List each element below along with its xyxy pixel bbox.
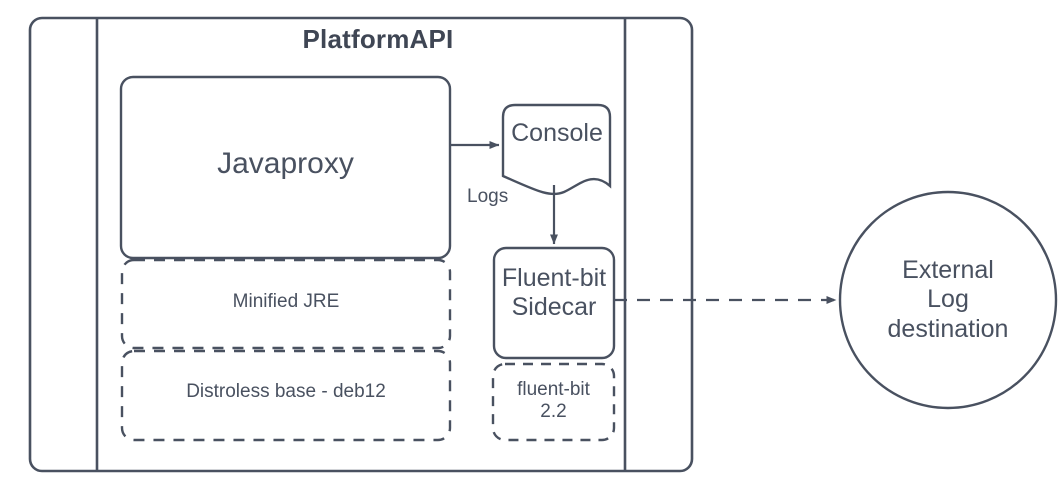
distroless-base-label: Distroless base - deb12 xyxy=(186,380,386,402)
edge-label-logs: Logs xyxy=(467,185,509,207)
minified-jre-label: Minified JRE xyxy=(232,290,340,312)
fluent-bit-version-label: fluent-bit 2.2 xyxy=(517,378,590,422)
external-log-destination-label: External Log destination xyxy=(887,255,1009,343)
fluent-bit-version-shape[interactable] xyxy=(491,362,616,442)
page-title: PlatformAPI xyxy=(302,23,454,54)
distroless-base-shape[interactable] xyxy=(120,349,452,442)
console-shape[interactable] xyxy=(501,103,612,196)
javaproxy-label: Javaproxy xyxy=(217,147,354,181)
external-log-destination-shape[interactable] xyxy=(838,190,1058,410)
minified-jre-shape[interactable] xyxy=(120,258,452,350)
console-label: Console xyxy=(511,119,603,148)
javaproxy-shape[interactable] xyxy=(119,75,452,260)
fluent-bit-sidecar-label: Fluent-bit Sidecar xyxy=(501,263,607,322)
fluent-bit-sidecar-shape[interactable] xyxy=(492,246,616,360)
